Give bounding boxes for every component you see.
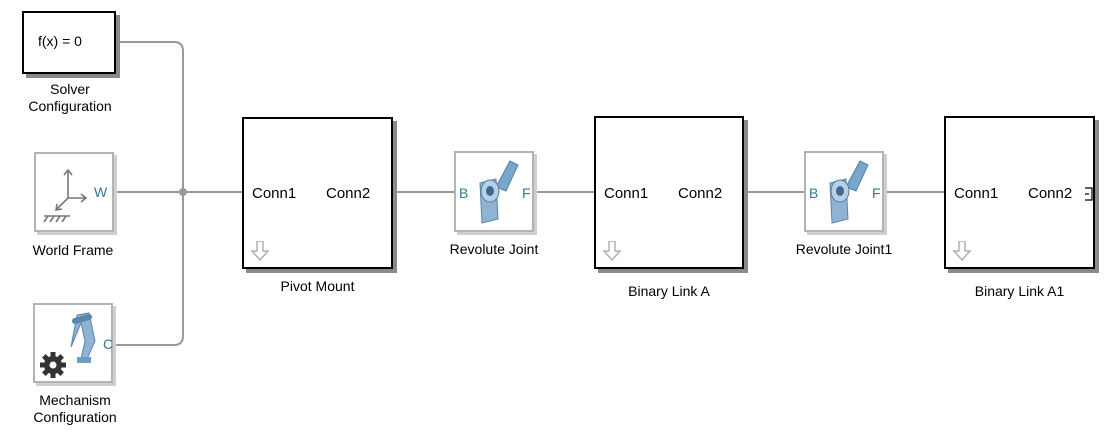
pivot-mount-block[interactable]: Conn1 Conn2	[242, 117, 393, 269]
revolute-joint-port-b: B	[459, 185, 469, 201]
down-arrow-icon	[602, 241, 622, 261]
mechanism-configuration-block[interactable]: C	[33, 303, 113, 383]
pivot-mount-conn1: Conn1	[252, 185, 297, 202]
revolute-joint1-block[interactable]: B F	[804, 151, 884, 232]
binary-link-a-block[interactable]: Conn1 Conn2	[594, 116, 744, 269]
binary-link-a-conn2: Conn2	[678, 185, 723, 202]
binary-link-a1-conn2: Conn2	[1028, 185, 1073, 202]
down-arrow-icon	[250, 241, 270, 261]
junction-dot	[179, 188, 187, 196]
revolute-joint1-port-b: B	[809, 185, 819, 201]
solver-port-marker	[114, 40, 119, 45]
port-connector-icon	[1085, 187, 1093, 201]
binary-link-a1-label: Binary Link A1	[974, 283, 1065, 299]
revolute-joint-icon	[479, 160, 519, 224]
revolute-joint-label: Revolute Joint	[449, 241, 539, 257]
revolute-joint-port-f: F	[522, 185, 531, 201]
world-frame-icon	[43, 168, 88, 223]
pivot-mount-conn2: Conn2	[326, 185, 371, 202]
world-frame-block[interactable]: W	[34, 152, 114, 232]
revolute-joint1-label: Revolute Joint1	[795, 241, 893, 257]
mechanism-configuration-label: Mechanism Configuration	[10, 392, 140, 426]
mechanism-label-line2: Configuration	[33, 409, 117, 425]
world-frame-port-w: W	[94, 184, 108, 200]
solver-label-line1: Solver	[50, 81, 90, 97]
mechanism-config-icon	[40, 312, 96, 378]
solver-label-line2: Configuration	[28, 98, 112, 114]
binary-link-a-conn1: Conn1	[604, 185, 649, 202]
revolute-joint-icon	[829, 160, 869, 224]
down-arrow-icon	[952, 241, 972, 261]
gear-icon	[40, 352, 66, 378]
binary-link-a1-block[interactable]: Conn1 Conn2	[944, 116, 1095, 269]
mechanism-label-line1: Mechanism	[39, 392, 111, 408]
solver-configuration-block[interactable]: f(x) = 0	[22, 11, 116, 74]
world-frame-label: World Frame	[32, 242, 114, 258]
revolute-joint1-port-f: F	[872, 185, 881, 201]
solver-equation: f(x) = 0	[38, 33, 82, 49]
mechanism-port-c: C	[103, 336, 114, 352]
binary-link-a1-conn1: Conn1	[954, 185, 999, 202]
revolute-joint-block[interactable]: B F	[454, 151, 534, 232]
pivot-mount-label: Pivot Mount	[280, 278, 355, 294]
binary-link-a-label: Binary Link A	[628, 283, 710, 299]
solver-configuration-label: Solver Configuration	[10, 81, 130, 115]
